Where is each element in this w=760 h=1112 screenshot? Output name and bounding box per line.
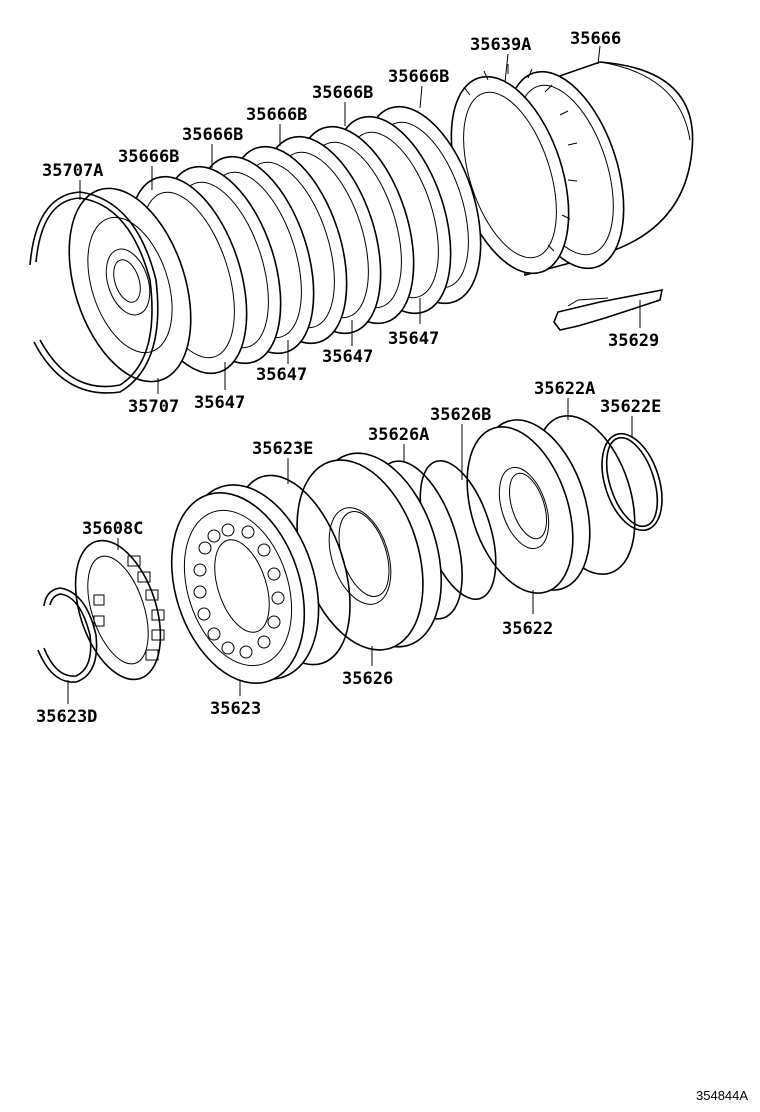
snap-ring-35623D[interactable]	[37, 587, 98, 683]
label-35647-a[interactable]: 35647	[194, 393, 245, 413]
retainer-35623[interactable]	[149, 468, 342, 701]
part-labels: 35639A 35666 35666B 35666B 35666B 35666B…	[36, 29, 661, 727]
label-35622[interactable]: 35622	[502, 619, 553, 639]
label-35647-d[interactable]: 35647	[388, 329, 439, 349]
label-35626B[interactable]: 35626B	[430, 405, 491, 425]
piston-35626[interactable]	[275, 437, 465, 666]
leader-lines	[67, 45, 641, 704]
label-35622A[interactable]: 35622A	[534, 379, 595, 399]
label-35707A[interactable]: 35707A	[42, 161, 103, 181]
label-35666B-b[interactable]: 35666B	[182, 125, 243, 145]
label-35647-c[interactable]: 35647	[322, 347, 373, 367]
label-35666B-e[interactable]: 35666B	[388, 67, 449, 87]
label-35666[interactable]: 35666	[570, 29, 621, 49]
label-35626[interactable]: 35626	[342, 669, 393, 689]
clutch-hub[interactable]	[47, 173, 213, 397]
plate-35639A[interactable]	[429, 62, 591, 288]
piston-35622[interactable]	[448, 406, 610, 607]
label-35666B-c[interactable]: 35666B	[246, 105, 307, 125]
label-35639A[interactable]: 35639A	[470, 35, 531, 55]
spring-set-35608C[interactable]	[60, 530, 177, 690]
label-35623E[interactable]: 35623E	[252, 439, 313, 459]
clutch-plate-stack	[47, 105, 482, 397]
label-35707[interactable]: 35707	[128, 397, 179, 417]
snap-ring-35707A[interactable]	[29, 191, 159, 394]
figure-id: 354844A	[696, 1088, 748, 1103]
label-35623D[interactable]: 35623D	[36, 707, 97, 727]
label-35608C[interactable]: 35608C	[82, 519, 143, 539]
bracket-35629[interactable]	[553, 288, 664, 331]
label-35622E[interactable]: 35622E	[600, 397, 661, 417]
o-ring-35622E[interactable]	[591, 426, 673, 538]
label-35666B-d[interactable]: 35666B	[312, 83, 373, 103]
label-35626A[interactable]: 35626A	[368, 425, 429, 445]
label-35629[interactable]: 35629	[608, 331, 659, 351]
label-35647-b[interactable]: 35647	[256, 365, 307, 385]
label-35623[interactable]: 35623	[210, 699, 261, 719]
label-35666B-a[interactable]: 35666B	[118, 147, 179, 167]
